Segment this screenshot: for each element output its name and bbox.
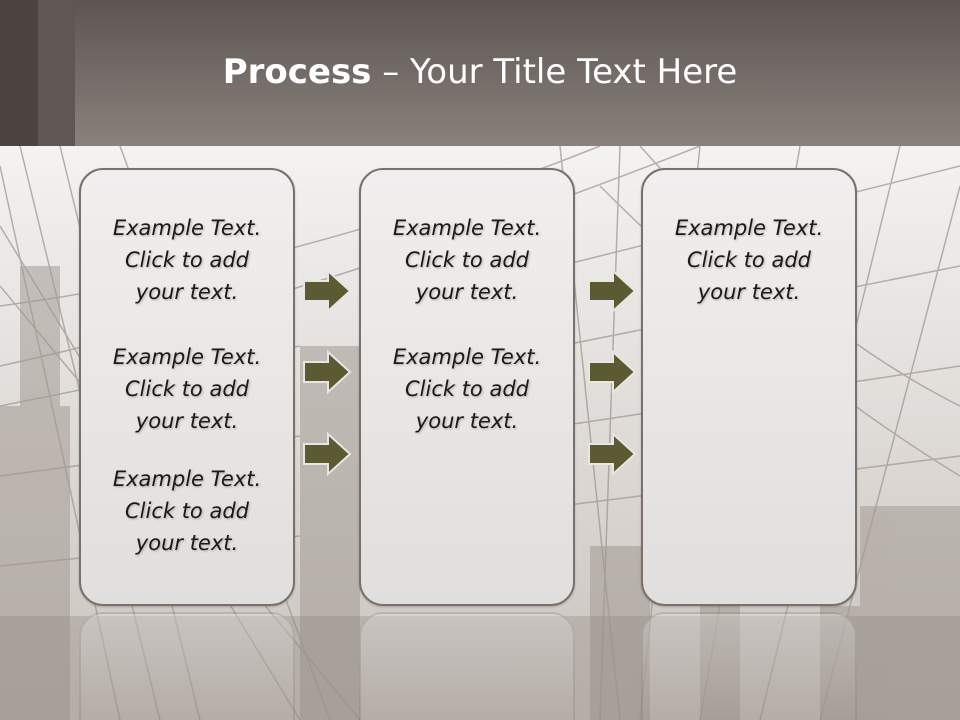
header-accent-mid (38, 0, 75, 146)
box-reflection (359, 612, 575, 720)
text-line: Example Text. (392, 345, 542, 369)
text-block[interactable]: Example Text. Click to add your text. (361, 341, 573, 437)
text-block[interactable]: Example Text. Click to add your text. (361, 212, 573, 308)
title-bar: Process – Your Title Text Here (0, 0, 960, 146)
title-bold: Process (222, 52, 372, 92)
slide-title[interactable]: Process – Your Title Text Here (0, 52, 960, 92)
process-box-1[interactable]: Example Text. Click to add your text. Ex… (79, 168, 295, 606)
text-line: Click to add (124, 377, 249, 401)
header-accent-dark (0, 0, 38, 146)
right-arrow-icon[interactable] (587, 432, 637, 476)
text-line: your text. (135, 409, 239, 433)
text-line: your text. (697, 280, 801, 304)
text-line: Click to add (124, 499, 249, 523)
right-arrow-icon[interactable] (587, 269, 637, 313)
text-line: Click to add (686, 248, 811, 272)
text-line: Click to add (404, 248, 529, 272)
text-line: Example Text. (112, 216, 262, 240)
text-line: Click to add (404, 377, 529, 401)
text-line: Example Text. (674, 216, 824, 240)
text-line: your text. (135, 531, 239, 555)
text-block[interactable]: Example Text. Click to add your text. (81, 463, 293, 559)
text-line: Click to add (124, 248, 249, 272)
process-box-3[interactable]: Example Text. Click to add your text. (641, 168, 857, 606)
right-arrow-icon[interactable] (302, 350, 352, 394)
text-line: your text. (415, 280, 519, 304)
text-line: Example Text. (392, 216, 542, 240)
text-block[interactable]: Example Text. Click to add your text. (81, 212, 293, 308)
text-block[interactable]: Example Text. Click to add your text. (643, 212, 855, 308)
box-reflection (641, 612, 857, 720)
title-rest: – Your Title Text Here (371, 52, 738, 92)
text-block[interactable]: Example Text. Click to add your text. (81, 341, 293, 437)
right-arrow-icon[interactable] (302, 269, 352, 313)
box-reflection (79, 612, 295, 720)
text-line: your text. (415, 409, 519, 433)
right-arrow-icon[interactable] (587, 350, 637, 394)
text-line: Example Text. (112, 345, 262, 369)
text-line: Example Text. (112, 467, 262, 491)
process-box-2[interactable]: Example Text. Click to add your text. Ex… (359, 168, 575, 606)
text-line: your text. (135, 280, 239, 304)
right-arrow-icon[interactable] (302, 432, 352, 476)
